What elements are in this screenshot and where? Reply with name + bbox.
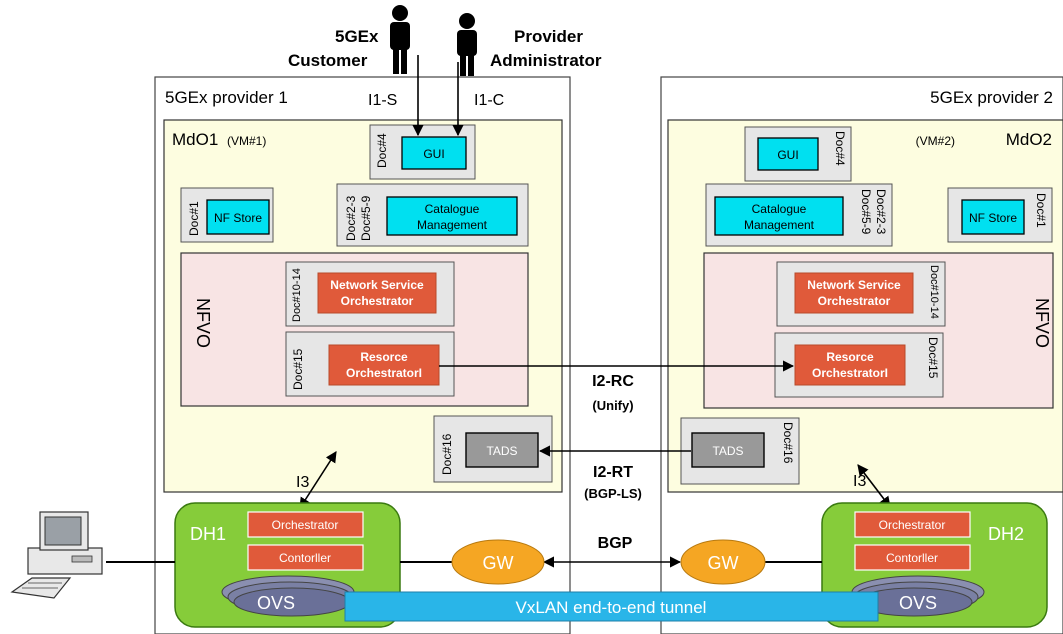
tads1-box[interactable] [465, 432, 539, 468]
i3-1-arrow [299, 451, 337, 509]
nfstore2-label: NF Store [969, 211, 1017, 225]
i2rt-label: I2-RT [593, 464, 633, 481]
i2rc-label: I2-RC [592, 373, 634, 390]
gw1[interactable] [451, 539, 545, 585]
nfstore2-doc-label: Doc#1 [1034, 193, 1048, 228]
dh1-orchestrator[interactable] [247, 511, 364, 538]
nfstore1-box[interactable] [206, 199, 270, 235]
mdo2-title: MdO2 [1006, 130, 1052, 149]
mdo1-vm: (VM#1) [227, 134, 266, 148]
i3-2-arrow [857, 464, 891, 508]
nfstore2-box[interactable] [961, 199, 1025, 235]
gui1-button[interactable] [401, 136, 467, 170]
admin-line2: Administrator [490, 51, 602, 70]
tads1-label: TADS [486, 444, 517, 458]
tads2-box[interactable] [691, 432, 765, 468]
i3-2-label: I3 [853, 473, 866, 490]
nso2-line2: Orchestrator [818, 294, 891, 308]
mdo2-vm: (VM#2) [916, 134, 955, 148]
computer-icon [10, 511, 103, 599]
dh1-orchestrator-label: Orchestrator [272, 518, 339, 532]
nfstore1-doc-label: Doc#1 [187, 201, 201, 236]
i2rc-sub: (Unify) [592, 398, 633, 413]
dh1-controller[interactable] [247, 544, 364, 571]
gui1-doc-label: Doc#4 [375, 133, 389, 168]
nfvo2-label: NFVO [1032, 298, 1052, 348]
ro2-line2: OrchestratorI [812, 366, 888, 380]
catalogue1-doc1: Doc#2-3 [344, 195, 358, 241]
nso1-box[interactable] [317, 272, 437, 314]
catalogue1-doc2: Doc#5-9 [359, 195, 373, 241]
ro2-box[interactable] [794, 344, 906, 386]
provider1-title: 5GEx provider 1 [165, 88, 288, 107]
ovs2-label: OVS [899, 593, 937, 613]
ro1-line2: OrchestratorI [346, 366, 422, 380]
nso2-doc-label: Doc#10-14 [928, 265, 940, 319]
gui2-button[interactable] [757, 137, 819, 171]
customer-line1: 5GEx [335, 27, 379, 46]
catalogue2-box[interactable] [714, 196, 844, 236]
ro2-doc-label: Doc#15 [926, 337, 940, 379]
nso2-line1: Network Service [807, 278, 901, 292]
i1c-label: I1-C [474, 92, 504, 109]
gui1-label: GUI [423, 147, 444, 161]
gui2-label: GUI [777, 148, 798, 162]
catalogue2-doc1: Doc#2-3 [874, 189, 888, 235]
nfvo1-label: NFVO [193, 298, 213, 348]
tads2-label: TADS [712, 444, 743, 458]
dh2-orchestrator-label: Orchestrator [879, 518, 946, 532]
gw2[interactable] [680, 539, 766, 585]
i1s-label: I1-S [368, 92, 397, 109]
gui2-doc-label: Doc#4 [833, 131, 847, 166]
tads1-doc-label: Doc#16 [440, 433, 454, 475]
bgp-label: BGP [598, 535, 633, 552]
ro1-doc-label: Doc#15 [291, 348, 305, 390]
nso1-line2: Orchestrator [341, 294, 414, 308]
mdo1-title: MdO1 [172, 130, 218, 149]
ro1-line1: Resorce [360, 350, 408, 364]
catalogue1-line1: Catalogue [425, 202, 480, 216]
customer-line2: Customer [288, 51, 368, 70]
ro1-box[interactable] [328, 344, 440, 386]
gw1-label: GW [483, 553, 514, 573]
nso1-doc-label: Doc#10-14 [291, 268, 303, 322]
admin-person-icon [457, 13, 477, 76]
provider2-title: 5GEx provider 2 [930, 88, 1053, 107]
dh1-controller-label: Contorller [279, 551, 331, 565]
catalogue1-line2: Management [417, 218, 488, 232]
catalogue2-line2: Management [744, 218, 815, 232]
nso2-box[interactable] [794, 272, 914, 314]
vxlan-tunnel [344, 591, 879, 622]
dh2-controller-label: Contorller [886, 551, 938, 565]
i3-1-label: I3 [296, 474, 309, 491]
catalogue1-box[interactable] [386, 196, 518, 236]
customer-person-icon [390, 5, 410, 74]
ovs2-stack [851, 575, 985, 617]
ovs1-label: OVS [257, 593, 295, 613]
gw2-label: GW [708, 553, 739, 573]
dh2-label: DH2 [988, 524, 1024, 544]
dh2-controller[interactable] [854, 544, 971, 571]
dh2-orchestrator[interactable] [854, 511, 971, 538]
ro2-line1: Resorce [826, 350, 874, 364]
i2rt-sub: (BGP-LS) [584, 486, 642, 501]
dh1-label: DH1 [190, 524, 226, 544]
admin-line1: Provider [514, 27, 583, 46]
tads2-doc-label: Doc#16 [781, 422, 795, 464]
catalogue2-line1: Catalogue [752, 202, 807, 216]
catalogue2-doc2: Doc#5-9 [859, 189, 873, 235]
nso1-line1: Network Service [330, 278, 424, 292]
vxlan-tunnel-label: VxLAN end-to-end tunnel [516, 598, 707, 617]
nfstore1-label: NF Store [214, 211, 262, 225]
